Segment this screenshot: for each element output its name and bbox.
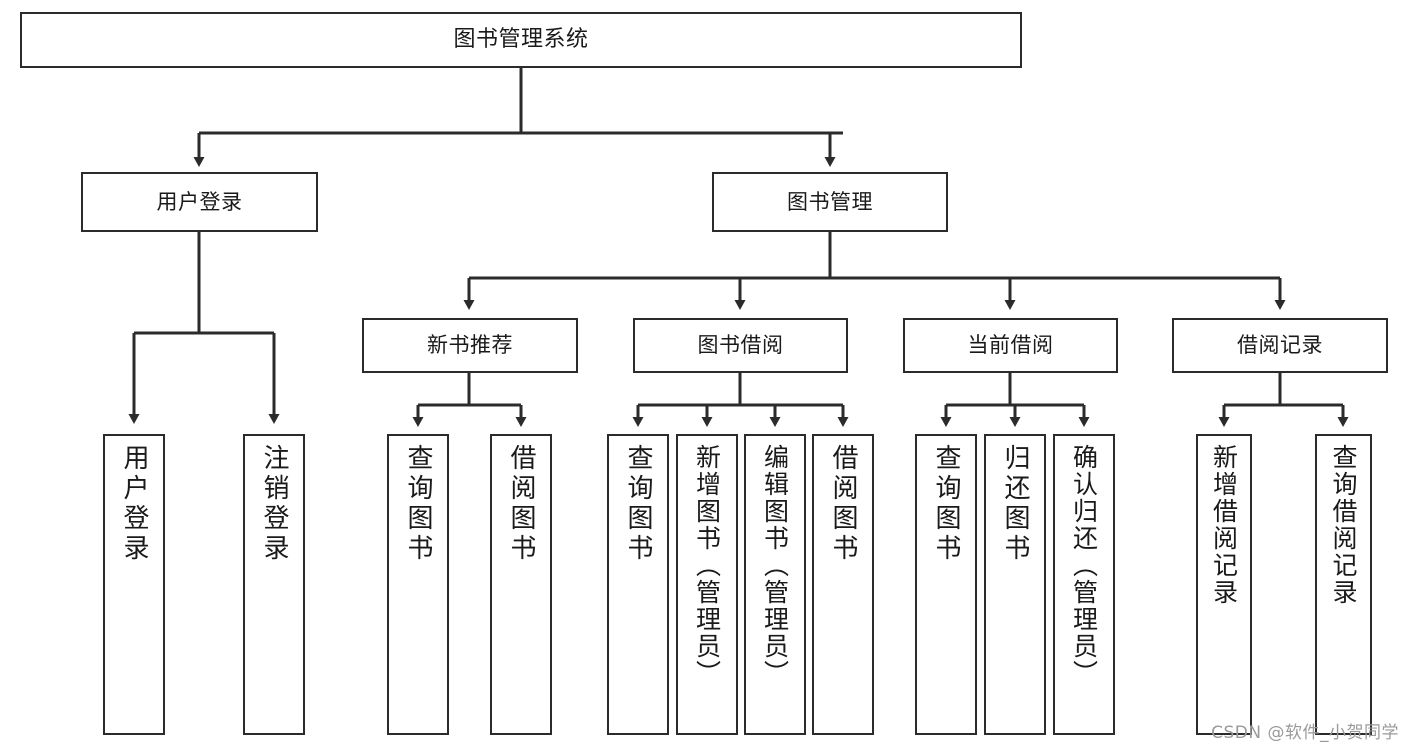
csdn-watermark: CSDN @软件_小贺同学 (1211, 723, 1399, 743)
node-label: 借阅记录 (1237, 333, 1323, 358)
node-label: 归还图书 (1000, 444, 1030, 564)
node-label: 查询图书 (623, 444, 653, 564)
node-label: 当前借阅 (967, 333, 1054, 358)
node-label: 图书借阅 (697, 333, 784, 358)
leaf-add-book-admin[interactable]: 新增图书（管理员） (676, 434, 738, 735)
leaf-add-borrow-record[interactable]: 新增借阅记录 (1196, 434, 1252, 735)
node-label: 用户登录 (156, 189, 243, 214)
leaf-query-borrow-record[interactable]: 查询借阅记录 (1315, 434, 1372, 735)
node-label: 图书管理 (787, 189, 873, 214)
node-borrow-record[interactable]: 借阅记录 (1172, 318, 1388, 373)
node-label: 确认归还（管理员） (1069, 444, 1099, 687)
leaf-return-book[interactable]: 归还图书 (984, 434, 1046, 735)
node-new-book-recommend[interactable]: 新书推荐 (362, 318, 578, 373)
node-label: 图书管理系统 (453, 27, 589, 53)
leaf-user-login[interactable]: 用户登录 (103, 434, 165, 735)
node-label: 借阅图书 (828, 444, 858, 564)
node-user-login[interactable]: 用户登录 (81, 172, 318, 232)
node-label: 借阅图书 (506, 444, 536, 564)
node-label: 用户登录 (119, 444, 149, 564)
node-label: 新增借阅记录 (1209, 444, 1239, 606)
leaf-query-book-borrow[interactable]: 查询图书 (607, 434, 669, 735)
leaf-query-book-current[interactable]: 查询图书 (915, 434, 977, 735)
node-label: 编辑图书（管理员） (760, 444, 790, 687)
node-label: 注销登录 (259, 444, 289, 564)
node-label: 查询借阅记录 (1329, 444, 1358, 606)
leaf-borrow-book[interactable]: 借阅图书 (812, 434, 874, 735)
node-book-management[interactable]: 图书管理 (712, 172, 948, 232)
leaf-user-logout[interactable]: 注销登录 (243, 434, 305, 735)
leaf-confirm-return-admin[interactable]: 确认归还（管理员） (1053, 434, 1115, 735)
node-label: 查询图书 (403, 444, 433, 564)
leaf-borrow-book-recommend[interactable]: 借阅图书 (490, 434, 552, 735)
node-label: 查询图书 (931, 444, 961, 564)
node-current-borrow[interactable]: 当前借阅 (903, 318, 1118, 373)
node-root-system[interactable]: 图书管理系统 (20, 12, 1022, 68)
leaf-query-book-recommend[interactable]: 查询图书 (387, 434, 449, 735)
node-book-borrow[interactable]: 图书借阅 (633, 318, 848, 373)
node-label: 新增图书（管理员） (692, 444, 722, 687)
node-label: 新书推荐 (427, 333, 513, 358)
leaf-edit-book-admin[interactable]: 编辑图书（管理员） (744, 434, 806, 735)
